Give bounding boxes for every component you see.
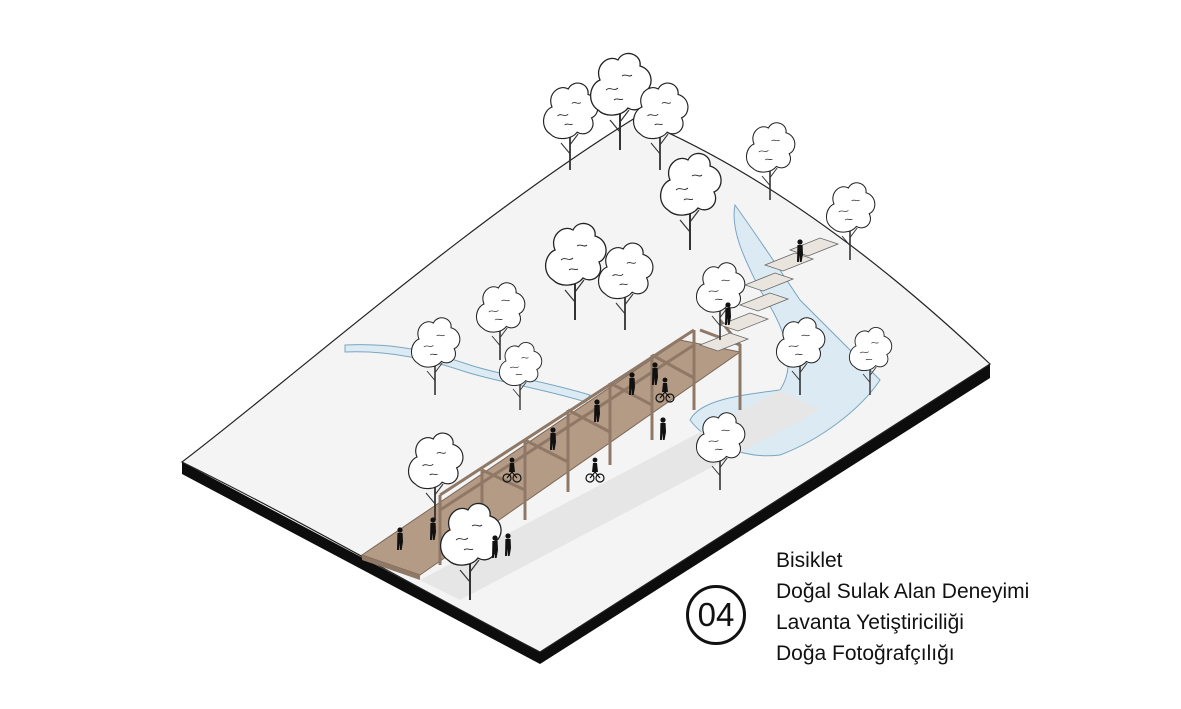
activity-item: Bisiklet — [776, 549, 843, 572]
walkway-deck-edge — [362, 555, 420, 580]
activity-legend: 04 Bisiklet Doğal Sulak Alan Deneyimi La… — [686, 545, 1066, 665]
area-number-badge: 04 — [686, 585, 746, 645]
activity-item: Doğal Sulak Alan Deneyimi — [776, 580, 1030, 603]
activity-item: Doğa Fotoğrafçılığı — [776, 642, 955, 665]
activity-item: Lavanta Yetiştiriciliği — [776, 611, 964, 634]
activity-list: Bisiklet Doğal Sulak Alan Deneyimi Lavan… — [776, 545, 1029, 669]
